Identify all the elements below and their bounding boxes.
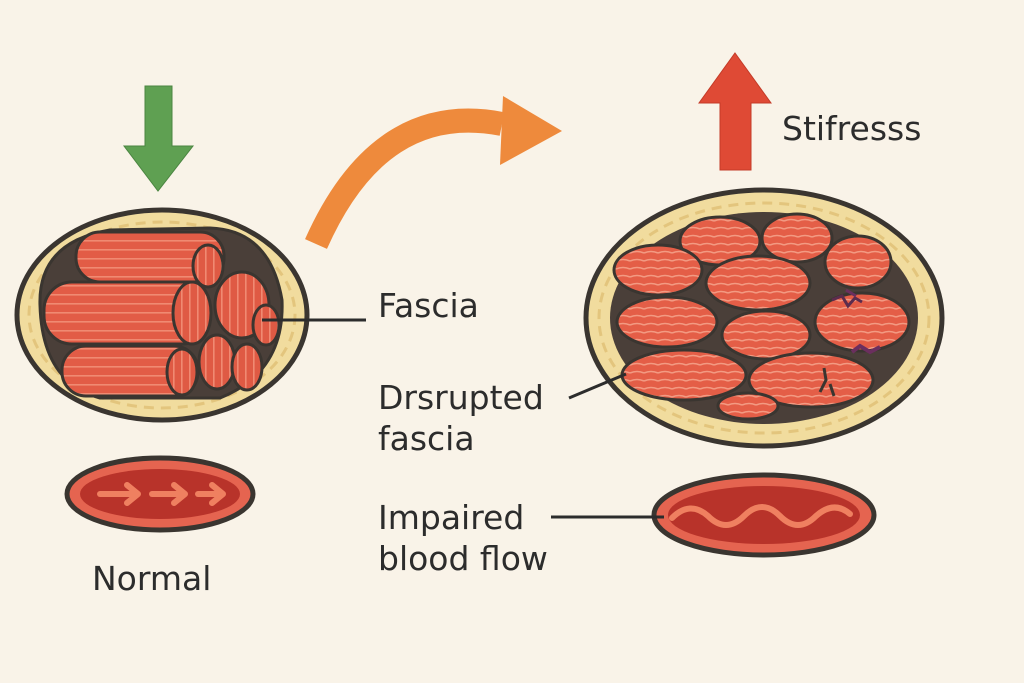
normal-blood-vessel: [64, 455, 256, 533]
impaired-label-line-2: blood flow: [378, 539, 548, 578]
fascia-label: Fascia: [378, 286, 479, 325]
disrupted-label-line-1: Drsrupted: [378, 378, 544, 417]
fascia-tear: [818, 288, 881, 397]
muscle-fiber: [612, 243, 704, 297]
stiffness-label: Stifresss: [782, 109, 922, 148]
impaired-blood-flow-label: Impaired blood flow: [378, 497, 548, 579]
curved-arrow-icon: [305, 96, 562, 249]
muscle-fiber: [74, 230, 226, 289]
normal-muscle-section: [14, 207, 310, 423]
muscle-fiber: [704, 254, 812, 312]
muscle-fiber: [747, 351, 875, 409]
muscle-fiber: [230, 342, 264, 392]
muscle-fiber: [251, 303, 281, 347]
arrow-up-icon: [698, 52, 772, 171]
muscle-fiber: [813, 291, 911, 353]
chevron-right-icon: [97, 482, 226, 506]
muscle-fiber: [615, 295, 719, 349]
disrupted-fascia-label: Drsrupted fascia: [378, 377, 544, 459]
disrupted-leader-line: [568, 372, 627, 400]
stiff-muscle-section: [583, 187, 945, 449]
muscle-fiber: [760, 212, 834, 264]
muscle-fiber: [197, 333, 237, 391]
muscle-fiber: [716, 391, 780, 421]
muscle-fiber: [823, 234, 893, 290]
muscle-fiber: [620, 348, 748, 402]
muscle-fiber: [720, 309, 812, 361]
muscle-fiber: [60, 344, 200, 398]
impaired-label-line-1: Impaired: [378, 498, 525, 537]
disrupted-label-line-2: fascia: [378, 419, 475, 458]
muscle-fiber: [42, 280, 213, 346]
impaired-blood-vessel: [651, 472, 877, 558]
wavy-flow-icon: [669, 504, 853, 528]
normal-label: Normal: [92, 559, 212, 598]
arrow-down-icon: [122, 85, 195, 192]
